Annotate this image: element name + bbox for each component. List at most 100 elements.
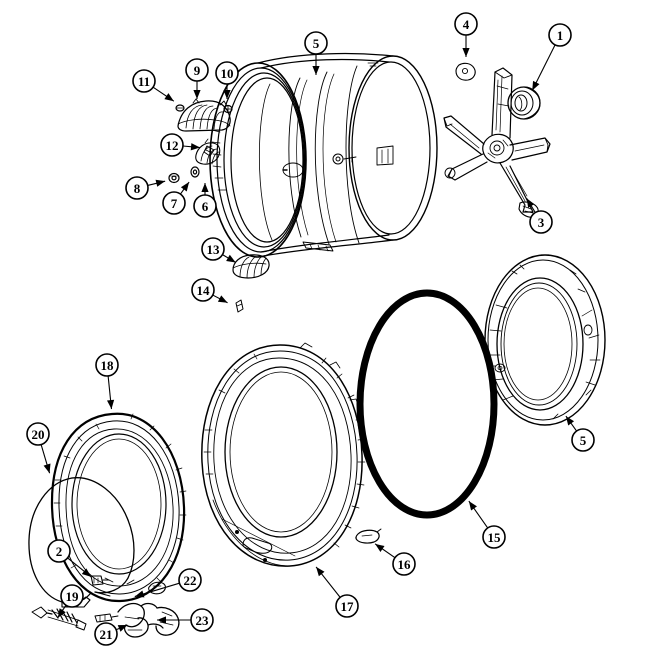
callout-10-screw-baffle[interactable]: 10 [215,61,239,99]
part-retainer-clip [148,581,166,595]
callout-arrowhead [375,543,385,552]
callout-22-retainer-clip[interactable]: 22 [134,568,202,598]
callout-8-washer-flat[interactable]: 8 [125,176,166,200]
callout-16-clip-hinge[interactable]: 16 [374,543,416,576]
callout-arrowhead [565,416,575,426]
callout-12-screw-clip[interactable]: 12 [160,133,201,157]
callout-bubble[interactable] [178,568,202,592]
part-door-boot-bellows [50,412,187,603]
callout-number: 5 [580,433,587,448]
callout-bubble[interactable] [392,552,416,576]
callout-bubble[interactable] [335,594,359,618]
callout-bubble[interactable] [47,539,71,563]
callout-arrowhead [201,183,209,192]
callout-bubble[interactable] [160,133,184,157]
callout-bubble[interactable] [60,584,84,608]
callout-6-baffle-small[interactable]: 6 [193,183,217,218]
part-hub-cap-plug [455,62,476,81]
callout-19-spring-band[interactable]: 19 [57,584,84,619]
callout-18-door-boot-bellows[interactable]: 18 [95,353,119,410]
callout-bubble[interactable] [571,428,595,452]
callout-arrowhead [190,143,201,151]
callout-9-drum-baffle-lifter[interactable]: 9 [185,58,209,99]
callout-arrowhead [81,568,92,577]
callout-bubble[interactable] [185,58,209,82]
callout-bubble[interactable] [26,422,50,446]
callout-bubble[interactable] [454,12,478,36]
callout-11-screw-small[interactable]: 11 [132,69,175,102]
callout-arrowhead [157,616,166,624]
callout-number: 23 [196,613,210,628]
callout-bubble[interactable] [304,31,328,55]
callout-number: 17 [341,599,355,614]
callout-number: 21 [100,627,113,642]
callout-bubble[interactable] [482,525,506,549]
callout-arrowhead [312,66,320,75]
callout-number: 15 [488,530,502,545]
part-grommet [190,166,200,178]
callout-number: 20 [32,427,45,442]
callout-number: 11 [138,74,150,89]
callout-bubble[interactable] [548,23,572,47]
part-tub-front-shell [201,342,366,567]
callout-arrowhead [155,179,166,187]
callout-number: 9 [194,63,201,78]
callout-14-screw-clamp[interactable]: 14 [191,278,228,304]
callout-number: 19 [66,589,80,604]
callout-arrowhead [106,399,115,410]
part-tub-seal-oring [356,289,498,519]
part-clip-hinge [355,528,382,544]
part-screw-baffle [223,104,233,114]
part-drum-cylinder [209,52,438,258]
callout-15-tub-seal-oring[interactable]: 15 [468,500,506,549]
callout-arrowhead [193,90,201,99]
callout-5-drum-cylinder[interactable]: 5 [304,31,328,75]
callout-21-hinge-lower[interactable]: 21 [94,622,128,646]
callout-23-hinge-bracket[interactable]: 23 [157,608,214,632]
part-screw-clamp [235,299,244,313]
callout-17-tub-front-shell[interactable]: 17 [315,566,359,618]
part-screw-small [175,104,185,112]
callout-number: 18 [101,358,115,373]
callout-number: 8 [134,181,141,196]
callout-5-tub-rear-ring[interactable]: 5 [565,415,595,452]
part-spider-hub-assembly [443,67,551,218]
callout-2-screw-band[interactable]: 2 [47,539,92,578]
callout-bubble[interactable] [132,69,156,93]
callout-arrowhead [164,93,174,102]
callout-bubble[interactable] [94,622,118,646]
callout-arrowhead [180,182,190,192]
callout-number: 22 [184,573,197,588]
callout-arrowhead [226,254,236,263]
callout-number: 1 [557,28,564,43]
callout-number: 7 [171,196,178,211]
callout-number: 4 [463,17,470,32]
callout-arrowhead [532,80,540,91]
callout-20-boot-retainer-band[interactable]: 20 [26,422,51,474]
callout-4-hub-cap-plug[interactable]: 4 [454,12,478,57]
callout-1-washer-spacer[interactable]: 1 [531,23,572,91]
callout-bubble[interactable] [162,191,186,215]
callout-arrowhead [43,463,51,474]
callout-bubble[interactable] [215,61,239,85]
callout-number: 5 [313,36,320,51]
callout-3-spider-leg-end[interactable]: 3 [526,197,553,234]
callout-13-clamp-ribbed[interactable]: 13 [201,237,236,263]
callout-number: 10 [221,66,234,81]
callout-bubble[interactable] [125,176,149,200]
callout-bubble[interactable] [529,210,553,234]
part-drum-baffle-lifter [177,98,231,132]
callout-arrowhead [57,608,66,618]
callout-number: 16 [398,557,412,572]
callout-bubble[interactable] [95,353,119,377]
callout-number: 6 [202,199,209,214]
callout-7-grommet[interactable]: 7 [162,181,190,215]
part-baffle-small [195,138,221,165]
callout-bubble[interactable] [191,278,215,302]
callout-arrowhead [134,590,145,598]
callout-bubble[interactable] [190,608,214,632]
callout-bubble[interactable] [201,237,225,261]
callout-arrowhead [316,566,325,577]
callout-bubble[interactable] [193,194,217,218]
